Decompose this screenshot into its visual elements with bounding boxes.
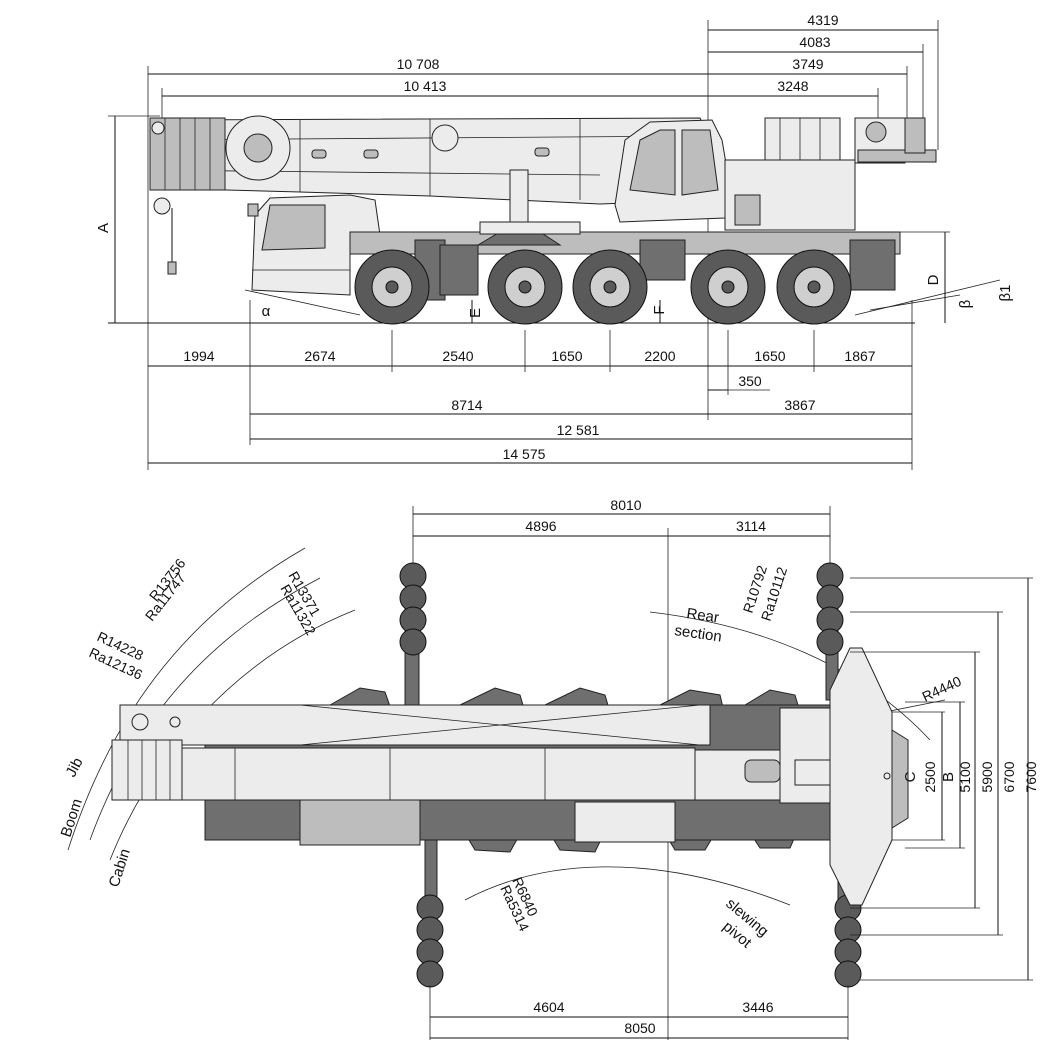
dim-5100: 5100 [957, 761, 973, 792]
dim-bottom-2200: 2200 [644, 348, 675, 364]
dim-2500: 2500 [922, 761, 938, 792]
dim-12581: 12 581 [557, 422, 600, 438]
dim-3867: 3867 [784, 397, 815, 413]
dim-4319: 4319 [807, 12, 838, 28]
superstructure [614, 117, 937, 231]
dim-10413: 10 413 [404, 78, 447, 94]
dim-bottom-1650b: 1650 [754, 348, 785, 364]
dim-8050: 8050 [624, 1020, 655, 1036]
carrier-cab [247, 194, 381, 296]
top-view: 8010 4896 3114 [58, 497, 1039, 1040]
top-dimensions: 4319 4083 10 708 3749 10 413 3248 [147, 12, 939, 470]
wheel-stack-front-left [399, 562, 427, 656]
dim-bottom-2674: 2674 [304, 348, 335, 364]
label-beta1: β1 [997, 285, 1014, 302]
dim-10708: 10 708 [397, 56, 440, 72]
height-dimension-a: A [95, 115, 160, 323]
dim-bottom-1867: 1867 [844, 348, 875, 364]
wheel-stack-front-right [816, 562, 844, 656]
dim-4604: 4604 [533, 999, 564, 1015]
dim-14575: 14 575 [503, 446, 546, 462]
wheel [572, 249, 648, 325]
crane-boom [149, 115, 721, 275]
dim-8010: 8010 [610, 497, 641, 513]
dim-350: 350 [738, 373, 762, 389]
right-side-dimensions: C 2500 B 5100 5900 6700 7600 [850, 577, 1039, 981]
label-jib: Jib [63, 755, 87, 780]
bottom-dimensions: 1994 2674 2540 1650 2200 1650 1867 350 8… [148, 300, 913, 470]
label-e: E [467, 308, 484, 318]
wheel [690, 249, 766, 325]
swing-radius-arcs [67, 547, 946, 906]
carrier-chassis [349, 169, 901, 301]
dim-7600: 7600 [1023, 761, 1039, 792]
wheel [487, 249, 563, 325]
carrier-wheels [354, 249, 852, 325]
dim-4083: 4083 [799, 34, 830, 50]
label-d: D [925, 274, 942, 285]
label-r4440: R4440 [920, 673, 964, 705]
boom-head-top [111, 713, 183, 801]
label-b: B [940, 772, 957, 782]
dim-3446: 3446 [742, 999, 773, 1015]
label-beta: β [957, 299, 974, 308]
approach-angles: α β β1 D E F [244, 231, 1014, 323]
dim-3248: 3248 [777, 78, 808, 94]
label-alpha: α [262, 303, 271, 320]
dim-bottom-1650a: 1650 [551, 348, 582, 364]
dim-bottom-2540: 2540 [442, 348, 473, 364]
dim-6700: 6700 [1001, 761, 1017, 792]
label-c: C [902, 771, 919, 782]
label-section: section [673, 622, 722, 645]
label-cabin: Cabin [106, 847, 134, 890]
wheel [776, 249, 852, 325]
wheel-stack-rear-left [416, 894, 444, 988]
label-f: F [651, 305, 668, 314]
label-rear: Rear [685, 605, 720, 626]
dim-8714: 8714 [451, 397, 482, 413]
label-boom: Boom [58, 797, 86, 840]
dim-bottom-1994: 1994 [183, 348, 214, 364]
counterweight [829, 647, 909, 906]
label-a: A [95, 223, 112, 233]
wheel-stack-rear-right [834, 894, 862, 988]
side-view: 4319 4083 10 708 3749 10 413 3248 A [95, 12, 1014, 470]
dim-3114: 3114 [736, 518, 766, 534]
dim-5900: 5900 [979, 761, 995, 792]
dim-3749: 3749 [792, 56, 823, 72]
dim-4896: 4896 [525, 518, 556, 534]
top-view-lower-dimensions: 4604 3446 8050 [429, 985, 849, 1040]
wheel [354, 249, 430, 325]
